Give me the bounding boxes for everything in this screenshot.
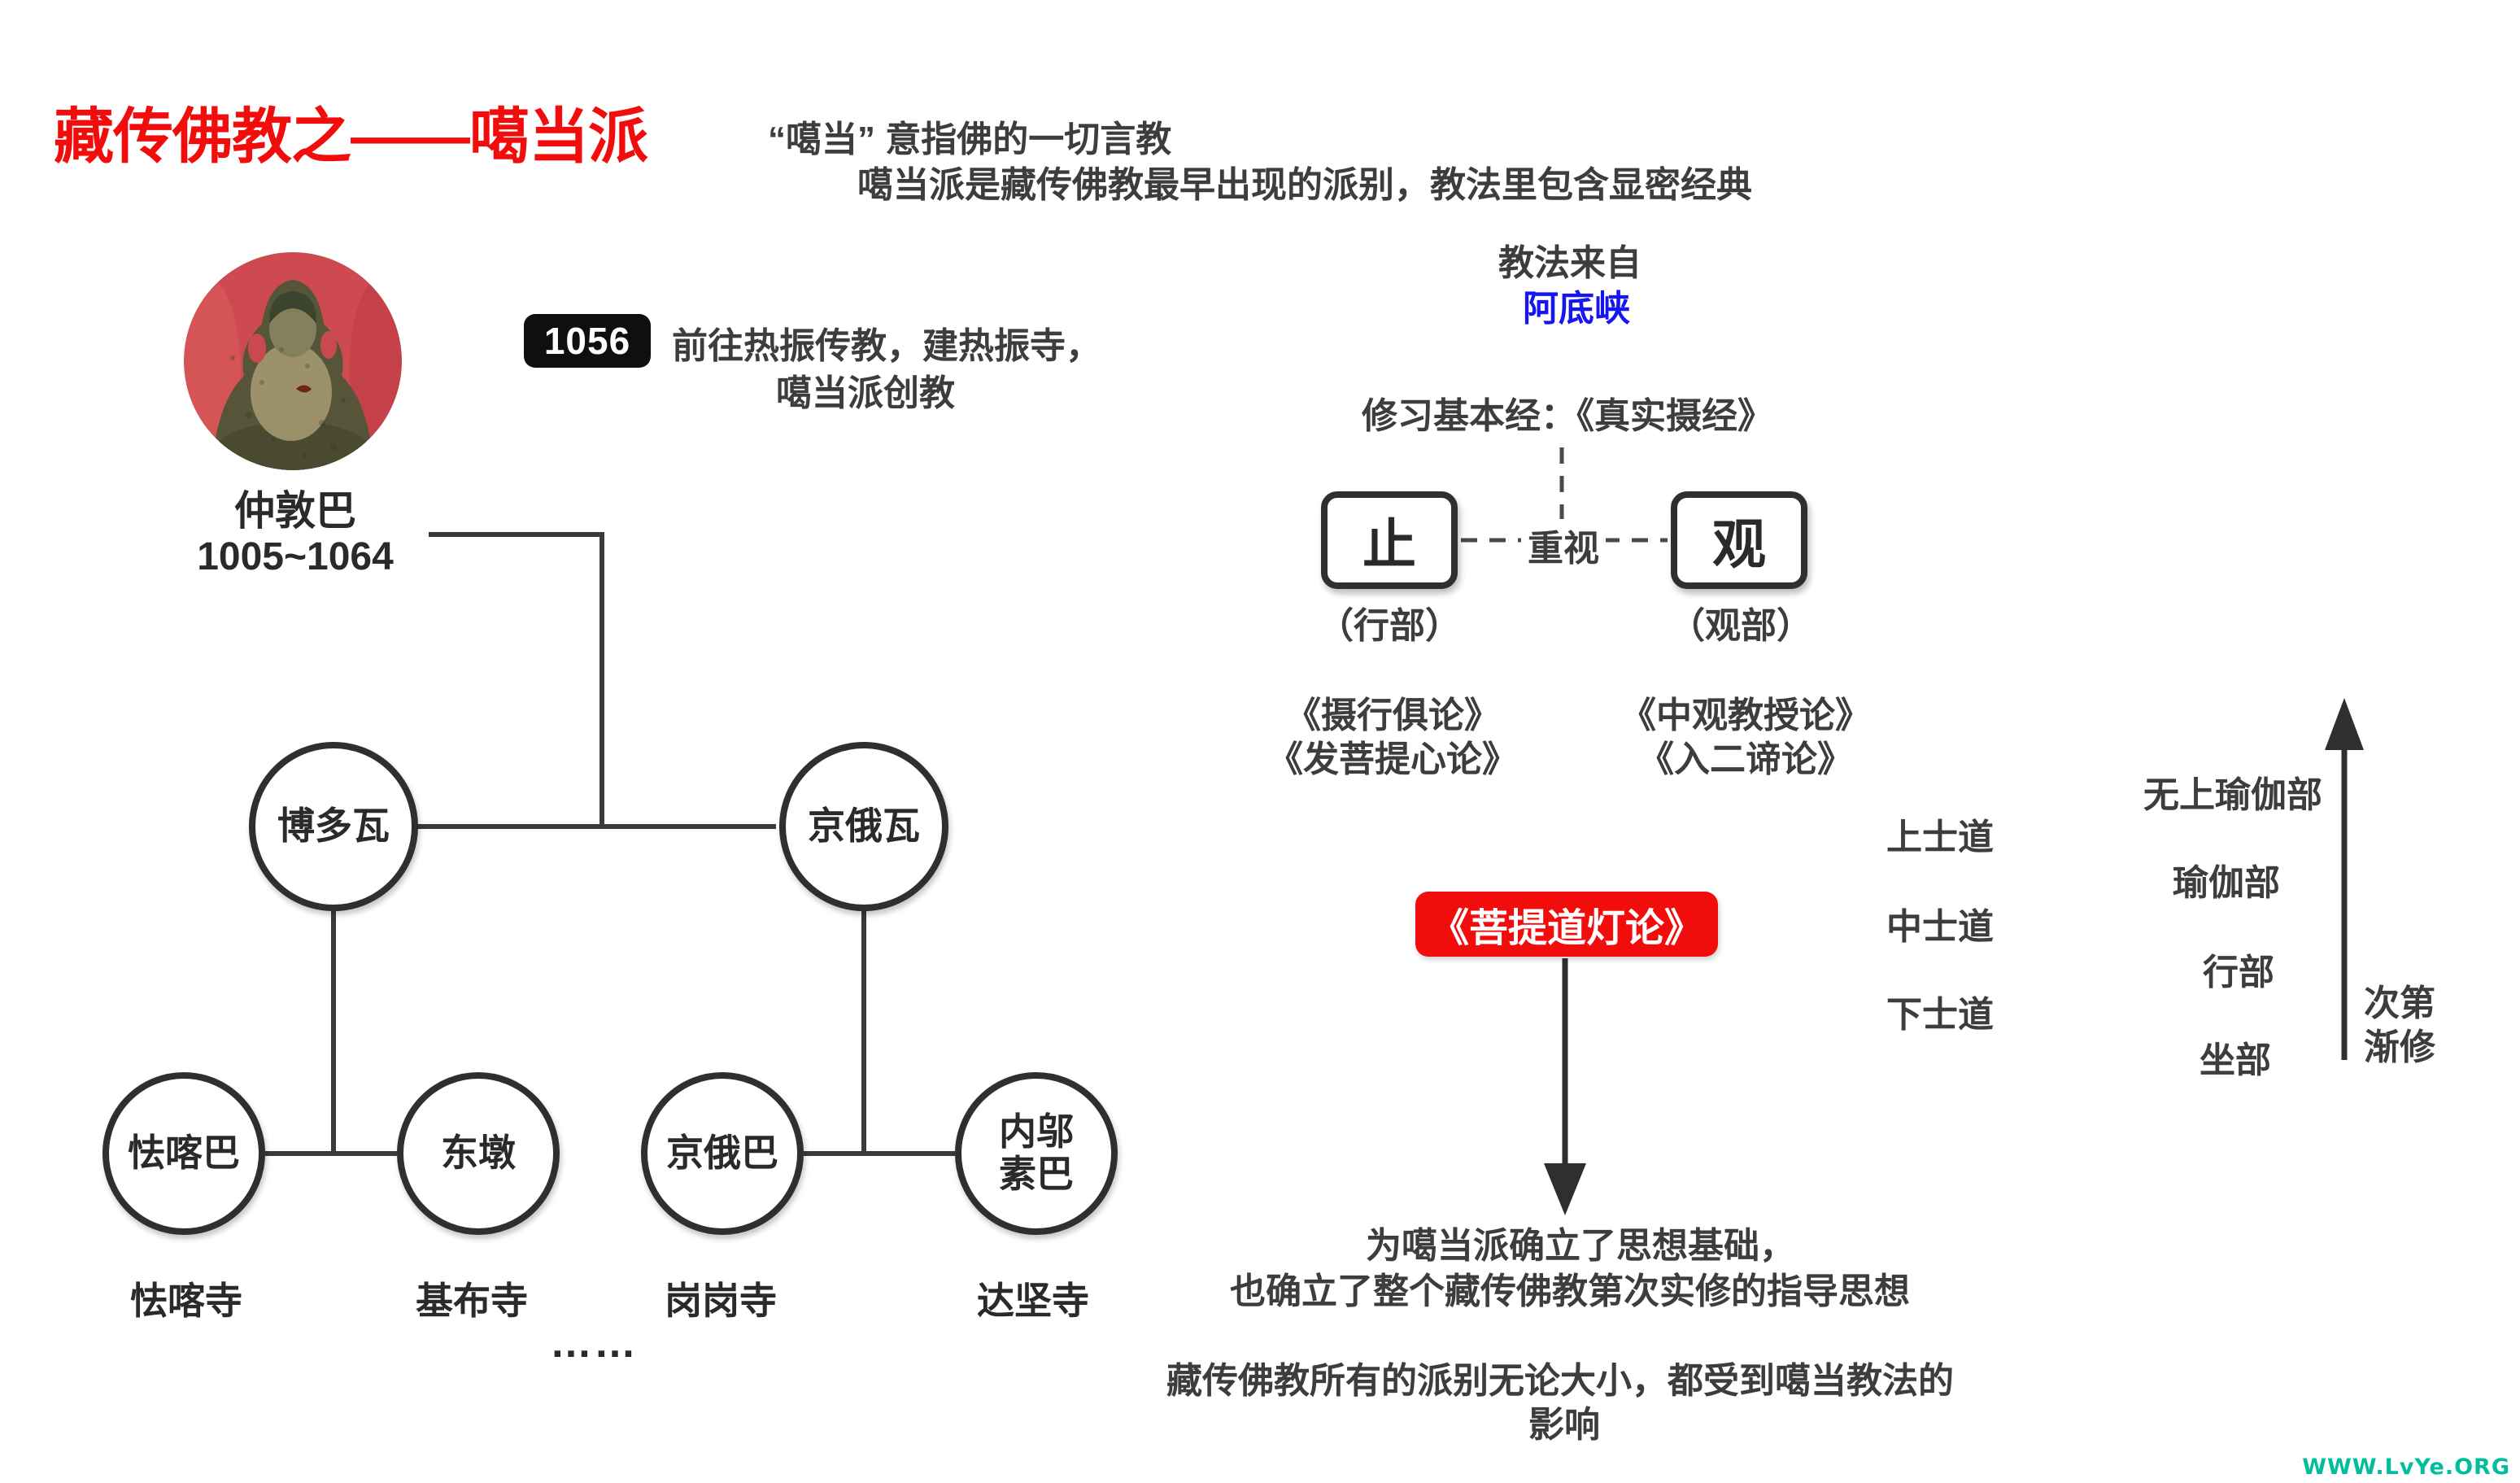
origin-source-link[interactable]: 阿底峡 <box>1523 289 1630 329</box>
tantra-class-1: 无上瑜伽部 <box>2143 775 2322 815</box>
founder-to-gen2-connector <box>429 532 604 827</box>
lineage-node-neiwusuba: 内邬素巴 <box>955 1072 1118 1235</box>
zhi-label: 止 <box>1362 514 1416 574</box>
temple-ganggang: 岗岗寺 <box>665 1280 777 1322</box>
guan-book-2: 《入二谛论》 <box>1638 739 1853 779</box>
lineage-connectors <box>265 532 955 1156</box>
basic-sutra-label: 修习基本经：《真实摄经》 <box>1362 396 1773 436</box>
temple-dajian: 达坚寺 <box>977 1280 1089 1322</box>
zhi-book-1: 《摄行俱论》 <box>1285 696 1500 735</box>
lineage-node-label: 内邬素巴 <box>998 1110 1074 1195</box>
lineage-node-dongdun: 东墩 <box>397 1072 560 1235</box>
zhi-box: 止 <box>1321 491 1458 589</box>
page-title: 藏传佛教之——噶当派 <box>54 103 648 170</box>
tantra-class-2: 瑜伽部 <box>2173 863 2280 903</box>
lamp-result-line2: 也确立了整个藏传佛教第次实修的指导思想 <box>1230 1271 1910 1311</box>
guan-sub-label: （观部） <box>1669 606 1812 646</box>
path-middle: 中士道 <box>1886 907 1994 947</box>
site-watermark: WWW.LvYe.ORG <box>2302 1455 2510 1480</box>
year-badge: 1056 <box>524 314 651 368</box>
founder-portrait <box>184 252 402 470</box>
intro-line1: “噶当” 意指佛的一切言教 <box>768 120 1172 159</box>
footer-line2: 影响 <box>1528 1405 1600 1445</box>
path-lower: 下士道 <box>1886 995 1994 1035</box>
founder-years: 1005~1064 <box>197 535 394 578</box>
temple-jibu: 基布寺 <box>416 1280 528 1322</box>
lineage-node-boduowa: 博多瓦 <box>249 742 418 911</box>
lineage-node-label: 京俄巴 <box>666 1132 778 1175</box>
lineage-node-label: 博多瓦 <box>277 805 390 848</box>
lineage-node-label: 怯喀巴 <box>128 1132 240 1175</box>
lamp-treatise-box: 《菩提道灯论》 <box>1415 892 1718 957</box>
founder-event-line1: 前往热振传教，建热振寺， <box>672 326 1101 366</box>
lineage-node-jingewa: 京俄瓦 <box>779 742 948 911</box>
emphasis-label: 重视 <box>1521 519 1606 571</box>
temple-qieka: 怯喀寺 <box>130 1280 242 1322</box>
founder-event-line2: 噶当派创教 <box>776 373 955 413</box>
zhi-sub-label: （行部） <box>1318 606 1461 646</box>
founder-portrait-image <box>184 252 402 470</box>
footer-line1: 藏传佛教所有的派别无论大小，都受到噶当教法的 <box>1166 1361 1954 1401</box>
intro-line2: 噶当派是藏传佛教最早出现的派别，教法里包含显密经典 <box>857 165 1752 205</box>
tantra-class-3: 行部 <box>2203 953 2274 992</box>
gradual-caption-line2: 渐修 <box>2364 1027 2435 1067</box>
lineage-ellipsis: …… <box>550 1319 638 1367</box>
dashed-connectors <box>1461 447 1668 543</box>
guan-box: 观 <box>1671 491 1807 589</box>
up-arrowhead-icon <box>2325 698 2364 750</box>
zhi-book-2: 《发菩提心论》 <box>1267 739 1518 779</box>
guan-label: 观 <box>1712 514 1766 574</box>
guan-book-1: 《中观教授论》 <box>1620 696 1871 735</box>
down-arrowhead-icon <box>1544 1163 1586 1215</box>
arrow-heads <box>1544 698 2364 1215</box>
tantra-class-4: 坐部 <box>2200 1040 2271 1080</box>
origin-label: 教法来自 <box>1498 243 1641 283</box>
lineage-node-label: 东墩 <box>441 1132 516 1175</box>
gradual-caption-line1: 次第 <box>2364 984 2435 1023</box>
founder-name: 仲敦巴 <box>234 488 356 534</box>
path-upper: 上士道 <box>1886 818 1994 857</box>
lineage-node-label: 京俄瓦 <box>808 805 920 848</box>
lineage-node-jingeba: 京俄巴 <box>641 1072 804 1235</box>
lamp-result-line1: 为噶当派确立了思想基础， <box>1366 1226 1795 1266</box>
arrow-shafts <box>1562 742 2348 1167</box>
lineage-node-qiekaba: 怯喀巴 <box>102 1072 265 1235</box>
